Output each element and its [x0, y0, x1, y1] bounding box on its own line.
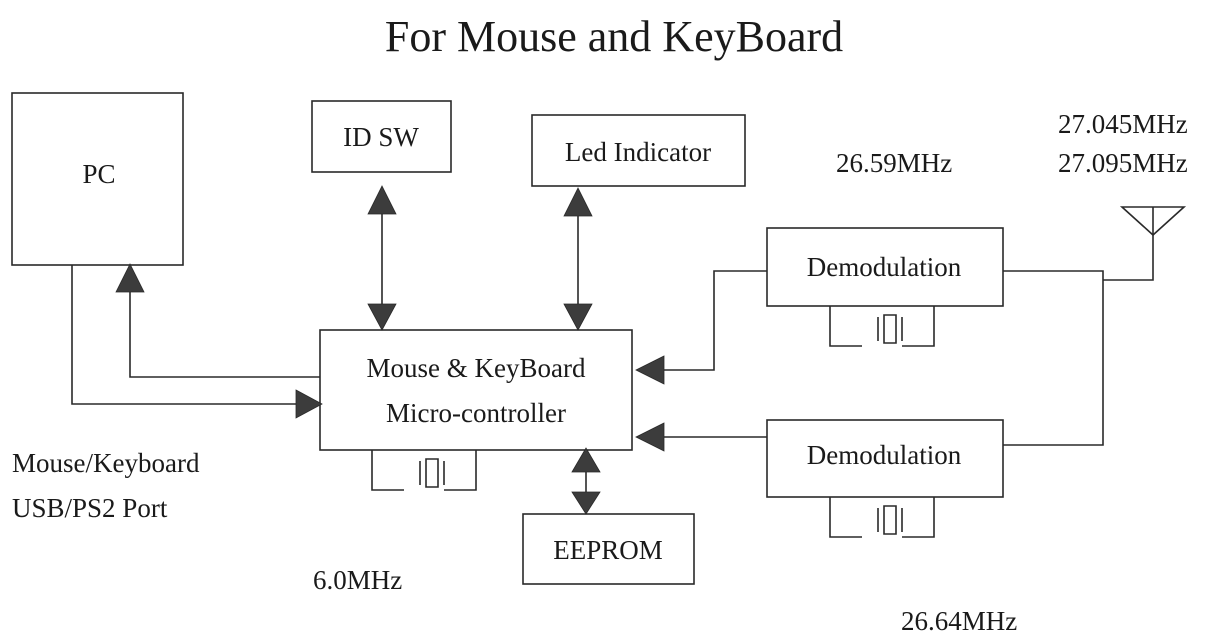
- port-label-line1: Mouse/Keyboard: [12, 448, 200, 478]
- id-sw-label: ID SW: [343, 122, 419, 152]
- eeprom-label: EEPROM: [553, 535, 663, 565]
- led-mcu-link: [563, 187, 593, 331]
- demodulation-bottom-block: Demodulation: [766, 419, 1004, 498]
- microcontroller-label-line1: Mouse & KeyBoard: [367, 353, 586, 383]
- antenna-frequency-1: 27.045MHz: [1058, 109, 1188, 139]
- id-sw-mcu-link: [367, 185, 397, 331]
- antenna-feed-lines: [1003, 235, 1154, 446]
- pc-block: PC: [11, 92, 184, 266]
- microcontroller-label-line2: Micro-controller: [386, 398, 566, 428]
- mcu-crystal-frequency: 6.0MHz: [313, 565, 402, 595]
- antenna-frequency-2: 27.095MHz: [1058, 148, 1188, 178]
- pc-to-mcu-link: [71, 265, 323, 419]
- mcu-to-pc-link: [115, 263, 320, 378]
- demodulation-bottom-label: Demodulation: [807, 440, 962, 470]
- antenna-icon: [1119, 206, 1187, 237]
- mcu-eeprom-link: [571, 447, 601, 515]
- led-indicator-label: Led Indicator: [565, 137, 711, 167]
- led-indicator-block: Led Indicator: [531, 114, 746, 187]
- demod-bottom-crystal-frequency: 26.64MHz: [901, 606, 1017, 636]
- mcu-crystal-icon: [371, 449, 477, 491]
- demod-top-crystal-icon: [829, 305, 935, 347]
- demodulation-top-block: Demodulation: [766, 227, 1004, 307]
- eeprom-block: EEPROM: [522, 513, 695, 585]
- microcontroller-block: Mouse & KeyBoard Micro-controller: [319, 329, 633, 451]
- demod-bottom-to-mcu-link: [635, 422, 767, 452]
- demod-bottom-crystal-icon: [829, 496, 935, 538]
- demod-top-to-mcu-link: [635, 270, 767, 385]
- diagram-title: For Mouse and KeyBoard: [385, 12, 843, 61]
- id-sw-block: ID SW: [311, 100, 452, 173]
- demodulation-top-label: Demodulation: [807, 252, 962, 282]
- pc-label: PC: [82, 159, 115, 189]
- port-label-line2: USB/PS2 Port: [12, 493, 168, 523]
- demod-top-crystal-frequency: 26.59MHz: [836, 148, 952, 178]
